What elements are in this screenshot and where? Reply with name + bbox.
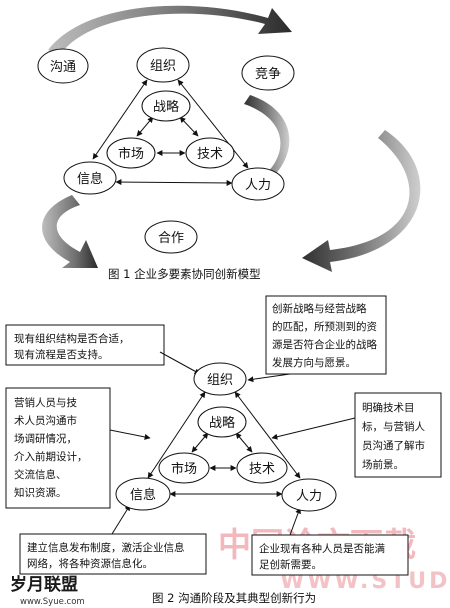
fig2-node-xinxi: 信息 (115, 477, 171, 511)
cycle-arrow-top (48, 5, 292, 56)
cycle-arrow-right (244, 95, 290, 200)
callout-marketing: 营销人员与技 术人员沟通市 场调研情况， 介入前期设计， 交流信息、 知识资源。 (5, 387, 111, 509)
fig2-link-strategy-tech (235, 432, 253, 453)
callout-marketing-line-3: 场调研情况， (14, 432, 77, 445)
fig1-node-zhanlue: 战略 (141, 90, 191, 122)
fig2-link-org-info (147, 391, 206, 479)
callout-strategy-line-4: 发展方向与愿景。 (272, 356, 356, 369)
callout-hr-line-2: 足创新需要。 (259, 558, 322, 571)
fig1-link-org-hr (177, 79, 249, 169)
fig2-label-xinxi: 信息 (130, 487, 156, 503)
callout-marketing-line-4: 介入前期设计， (14, 450, 88, 463)
cycle-arrow-left (42, 195, 98, 268)
fig1-link-org-info (92, 79, 148, 160)
fig1-label-zhanlue: 战略 (153, 99, 179, 115)
callout-strategy-line-3: 源是否符合企业的战略 (272, 338, 377, 351)
callout-org-line-1: 现有组织结构是否合适， (14, 332, 130, 345)
callout-tech-line-4: 场前景。 (362, 458, 404, 471)
fig1-node-jishu: 技术 (185, 137, 235, 169)
pointer-marketing (109, 429, 151, 440)
callout-marketing-line-2: 术人员沟通市 (14, 414, 77, 427)
fig1-label-goutong: 沟通 (50, 60, 76, 75)
callout-info-line-2: 网络，将各种资源信息化。 (27, 557, 153, 570)
fig1-label-jingzheng: 竞争 (255, 66, 281, 82)
callout-hr-line-1: 企业现有各种人员是否能满 (259, 542, 385, 555)
pointer-hr (289, 507, 301, 536)
fig1-label-shichang: 市场 (118, 146, 144, 162)
logo-url: www.Syue.com (20, 597, 85, 607)
fig1-link-strategy-market (136, 116, 154, 137)
callout-tech-line-2: 标，与营销人 (362, 420, 425, 433)
callout-tech-line-3: 员沟通了解市 (362, 439, 425, 452)
callout-tech: 明确技术目 标，与营销人 员沟通了解市 场前景。 (354, 392, 442, 478)
fig1-label-jishu: 技术 (197, 147, 223, 162)
fig1-link-strategy-tech (179, 116, 199, 137)
callout-info-line-1: 建立信息发布制度，激活企业信息 (27, 541, 185, 554)
callout-marketing-line-1: 营销人员与技 (14, 396, 77, 409)
callout-info: 建立信息发布制度，激活企业信息 网络，将各种资源信息化。 (19, 533, 207, 575)
fig1-node-shichang: 市场 (106, 137, 156, 169)
callout-marketing-line-6: 知识资源。 (14, 486, 67, 499)
fig1-node-goutong: 沟通 (37, 48, 89, 84)
fig2-label-jishu: 技术 (249, 462, 275, 477)
fig1-node-jingzheng: 竞争 (241, 55, 295, 91)
fig1-label-xinxi: 信息 (77, 171, 103, 187)
fig1-label-hezuo: 合作 (158, 231, 184, 246)
callout-hr: 企业现有各种人员是否能满 足创新需要。 (251, 534, 409, 576)
pointer-tech (271, 417, 356, 440)
pointer-strategy (247, 373, 291, 383)
logo-text: 岁月联盟 (10, 574, 78, 595)
fig1-link-info-hr (115, 179, 233, 186)
fig2-node-shichang: 市场 (158, 452, 210, 484)
fig1-node-zuzhi: 组织 (136, 47, 190, 83)
fig1-node-hezuo: 合作 (144, 220, 198, 254)
fig1-label-zuzhi: 组织 (150, 59, 176, 74)
logo-watermark: 岁月联盟 www.Syue.com (10, 574, 85, 607)
callout-strategy: 创新战略与经营战略 的匹配，所预测到的资 源是否符合企业的战略 发展方向与愿景。 (265, 295, 387, 375)
figure2-caption: 图 2 沟通阶段及其典型创新行为 (152, 591, 316, 605)
pointer-org (159, 351, 201, 375)
fig2-label-shichang: 市场 (171, 461, 197, 477)
cycle-arrow-right-lower (302, 130, 421, 272)
fig1-node-renli: 人力 (231, 167, 285, 201)
callout-org: 现有组织结构是否合适， 现有流程是否支持。 (5, 324, 165, 366)
fig2-link-strategy-market (191, 432, 209, 453)
fig2-label-zuzhi: 组织 (207, 373, 233, 388)
fig2-link-org-hr (234, 391, 301, 479)
callout-marketing-line-5: 交流信息、 (14, 468, 67, 481)
fig1-node-xinxi: 信息 (63, 161, 117, 195)
fig2-node-zhanlue: 战略 (197, 406, 247, 438)
callout-tech-line-1: 明确技术目 (362, 401, 415, 414)
pointer-info (111, 504, 131, 535)
fig2-node-renli: 人力 (281, 478, 337, 512)
fig2-node-zuzhi: 组织 (193, 362, 247, 396)
fig1-label-renli: 人力 (245, 178, 271, 193)
callout-strategy-line-1: 创新战略与经营战略 (272, 302, 367, 315)
fig2-node-jishu: 技术 (236, 452, 288, 484)
callout-strategy-line-2: 的匹配，所预测到的资 (272, 320, 377, 333)
callout-org-line-2: 现有流程是否支持。 (14, 348, 109, 361)
figure1-caption: 图 1 企业多要素协同创新模型 (108, 267, 261, 281)
fig2-label-zhanlue: 战略 (209, 415, 235, 431)
fig2-label-renli: 人力 (296, 489, 322, 504)
